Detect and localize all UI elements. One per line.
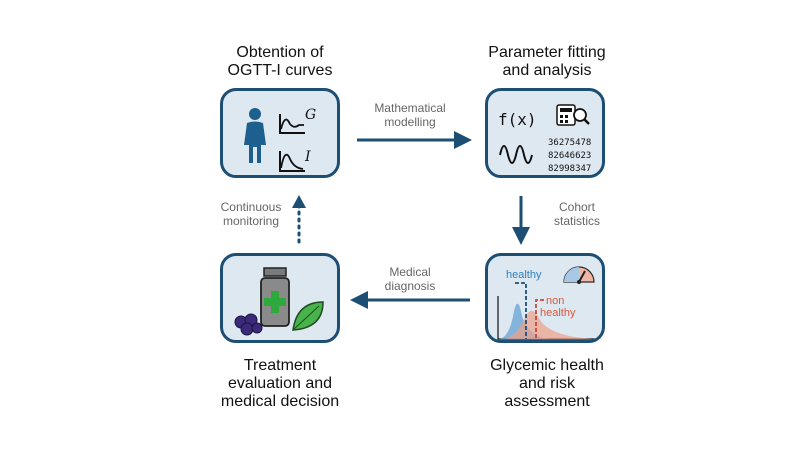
non-label: non xyxy=(546,295,564,307)
non-healthy-threshold xyxy=(535,299,544,339)
edge-label-cohort-line2: statistics xyxy=(553,214,600,228)
title-obtention-line1: Obtention of xyxy=(236,44,324,61)
title-treatment: Treatment evaluation and medical decisio… xyxy=(180,357,380,411)
function-label: f(x) xyxy=(498,110,537,129)
leaf-icon xyxy=(292,301,324,331)
title-treatment-line2: evaluation and xyxy=(227,375,333,392)
panel-treatment-art xyxy=(234,267,324,336)
title-obtention: Obtention of OGTT-I curves xyxy=(180,44,380,80)
edge-label-continuous-line2: monitoring xyxy=(222,214,280,228)
number-row-3: 82998347 xyxy=(548,164,591,174)
sine-wave-icon xyxy=(499,145,533,164)
berries-icon xyxy=(234,313,263,336)
non-healthy-distribution xyxy=(506,310,592,339)
title-fitting: Parameter fitting and analysis xyxy=(447,44,647,80)
arrow-monitoring-head xyxy=(292,195,306,208)
distribution-plot xyxy=(497,282,598,340)
insulin-curve-icon: I xyxy=(279,149,311,172)
healthy-label: healthy xyxy=(506,269,542,281)
title-treatment-line1: Treatment xyxy=(243,357,317,374)
panel-obtention: G I xyxy=(220,88,340,178)
title-obtention-line2: OGTT-I curves xyxy=(227,62,333,79)
healthy-threshold xyxy=(515,282,527,339)
panel-fitting-art: f(x) 36275478 82646623 82998347 xyxy=(498,104,591,174)
title-treatment-line3: medical decision xyxy=(220,393,340,410)
edge-label-continuous-line1: Continuous xyxy=(220,200,282,214)
edge-label-medical: Medical diagnosis xyxy=(345,265,475,293)
edge-label-mathematical-line2: modelling xyxy=(384,115,436,129)
number-row-1: 36275478 xyxy=(548,138,591,148)
insulin-label: I xyxy=(304,149,311,165)
title-fitting-line1: Parameter fitting xyxy=(488,44,606,61)
panel-glycemic: healthy non healthy xyxy=(485,253,605,343)
calculator-magnifier-icon xyxy=(556,104,590,126)
non-healthy-label: healthy xyxy=(540,307,576,319)
panel-obtention-art: G I xyxy=(244,107,316,172)
person-icon xyxy=(244,108,266,163)
number-row-2: 82646623 xyxy=(548,151,591,161)
title-glycemic-line3: assessment xyxy=(504,393,590,410)
glucose-curve-icon: G xyxy=(279,107,316,134)
title-fitting-line2: and analysis xyxy=(502,62,592,79)
edge-label-cohort-line1: Cohort xyxy=(558,200,596,214)
edge-label-mathematical: Mathematical modelling xyxy=(345,101,475,129)
title-glycemic-line1: Glycemic health xyxy=(490,357,604,374)
title-glycemic-line2: and risk xyxy=(518,375,576,392)
panel-fitting: f(x) 36275478 82646623 82998347 xyxy=(485,88,605,178)
risk-gauge-icon xyxy=(563,266,595,284)
glucose-label: G xyxy=(305,107,316,123)
edge-label-medical-line2: diagnosis xyxy=(384,279,436,293)
panel-treatment xyxy=(220,253,340,343)
edge-label-medical-line1: Medical xyxy=(389,265,431,279)
edge-label-continuous: Continuous monitoring xyxy=(186,200,316,228)
title-glycemic: Glycemic health and risk assessment xyxy=(447,357,647,411)
edge-label-cohort: Cohort statistics xyxy=(512,200,642,228)
healthy-distribution xyxy=(500,303,548,339)
panel-glycemic-art: healthy non healthy xyxy=(497,266,598,340)
medicine-bottle-icon xyxy=(260,267,290,327)
edge-label-mathematical-line1: Mathematical xyxy=(374,101,446,115)
